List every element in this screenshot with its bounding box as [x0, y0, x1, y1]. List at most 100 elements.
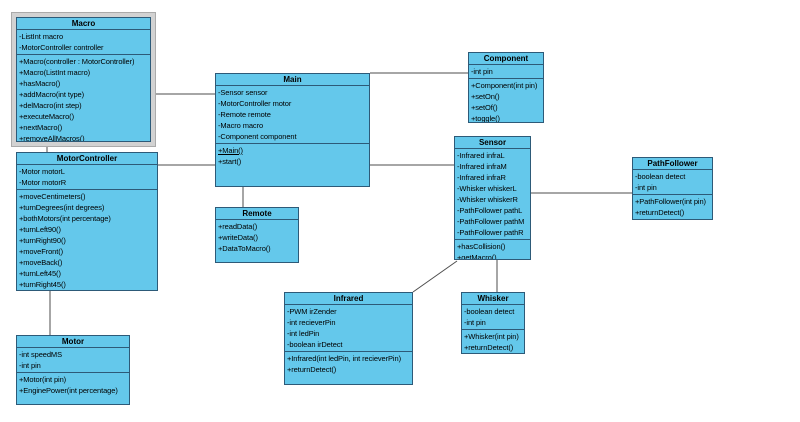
attributes-compartment: -PWM irZender-int recieverPin-int ledPin…: [285, 305, 412, 351]
class-name-main: Main: [216, 74, 369, 86]
method: +turnRight45(): [19, 280, 66, 289]
class-motor[interactable]: Motor -int speedMS -int pin +Motor(int pin)…: [16, 335, 130, 405]
class-sensor[interactable]: Sensor -Infrared infraL -Infrared infraM -I…: [454, 136, 531, 260]
attribute: -Motor motorR: [19, 178, 67, 187]
method: +returnDetect(): [287, 365, 337, 374]
class-main[interactable]: Main-Sensor sensor-MotorController motor…: [215, 73, 370, 187]
method: +Whisker(int pin): [464, 332, 519, 341]
class-name-infrared: Infrared: [285, 293, 412, 305]
attribute: -Whisker whiskerL: [457, 184, 517, 193]
class-name-remote: Remote: [216, 208, 298, 220]
method: +bothMotors(int percentage): [19, 214, 111, 223]
method: +hasCollision(): [457, 242, 506, 251]
method: +returnDetect(): [635, 208, 685, 217]
methods-compartment: +hasCollision() +getMacro(): [455, 239, 530, 259]
method: +turnDegrees(int degrees): [19, 203, 105, 212]
attribute: -Infrared infraL: [457, 151, 505, 160]
class-name-motor: Motor: [17, 336, 129, 348]
attribute: -Macro macro: [218, 121, 264, 130]
method: +getMacro(): [457, 253, 497, 259]
method: +toggle(): [471, 114, 500, 122]
method: +Component(int pin): [471, 81, 538, 90]
method: +Macro(controller : MotorController): [19, 57, 135, 66]
attribute: -boolean detect: [464, 307, 515, 316]
attribute: -Whisker whiskerR: [457, 195, 518, 204]
attributes-compartment: -ListInt macro-MotorController controlle…: [17, 30, 150, 54]
attribute: -MotorController motor: [218, 99, 292, 108]
class-pathfollower[interactable]: PathFollower -boolean detect -int pin +Path…: [632, 157, 713, 220]
method: +turnLeft45(): [19, 269, 61, 278]
class-infrared[interactable]: Infrared-PWM irZender-int recieverPin-in…: [284, 292, 413, 385]
method: +delMacro(int step): [19, 101, 82, 110]
connector-sensor-infrared[interactable]: [412, 260, 458, 293]
method: +moveFront(): [19, 247, 64, 256]
methods-compartment: +Motor(int pin) +EnginePower(int percenta…: [17, 372, 129, 404]
attribute: -boolean irDetect: [287, 340, 343, 349]
attribute: -int pin: [19, 361, 41, 370]
methods-compartment: +readData() +writeData() +DataToMacro(): [216, 220, 298, 262]
methods-compartment: +PathFollower(int pin) +returnDetect(): [633, 194, 712, 219]
attributes-compartment: -int speedMS -int pin: [17, 348, 129, 372]
class-motorcontroller[interactable]: MotorController-Motor motorL-Motor motor…: [16, 152, 158, 291]
attributes-compartment: -Motor motorL -Motor motorR: [17, 165, 157, 189]
methods-compartment: +Main() +start(): [216, 143, 369, 186]
method: +Main(): [218, 146, 243, 155]
class-name-whisker: Whisker: [462, 293, 524, 305]
attribute: -Motor motorL: [19, 167, 65, 176]
method: +writeData(): [218, 233, 258, 242]
method: +readData(): [218, 222, 258, 231]
class-name-sensor: Sensor: [455, 137, 530, 149]
method: +EnginePower(int percentage): [19, 386, 118, 395]
attribute: -PWM irZender: [287, 307, 337, 316]
attribute: -int speedMS: [19, 350, 62, 359]
class-name-motorcontroller: MotorController: [17, 153, 157, 165]
class-component[interactable]: Component -int pin +Component(int pin) +set…: [468, 52, 544, 123]
attribute: -PathFollower pathL: [457, 206, 523, 215]
attribute: -boolean detect: [635, 172, 686, 181]
method: +DataToMacro(): [218, 244, 271, 253]
method: +turnRight90(): [19, 236, 66, 245]
method: +start(): [218, 157, 242, 166]
class-name-macro: Macro: [17, 18, 150, 30]
attribute: -int pin: [635, 183, 657, 192]
attribute: -Infrared infraR: [457, 173, 506, 182]
class-name-component: Component: [469, 53, 543, 65]
methods-compartment: +Component(int pin) +setOn() +setOf() +togg…: [469, 78, 543, 122]
methods-compartment: +Whisker(int pin) +returnDetect(): [462, 329, 524, 353]
class-remote[interactable]: Remote +readData() +writeData() +DataToMacr…: [215, 207, 299, 263]
method: +removeAllMacros(): [19, 134, 85, 141]
method: +Motor(int pin): [19, 375, 67, 384]
attribute: -Infrared infraM: [457, 162, 507, 171]
class-macro[interactable]: Macro-ListInt macro-MotorController cont…: [16, 17, 151, 142]
methods-compartment: +Macro(controller : MotorController) +Mac…: [17, 54, 150, 141]
method: +addMacro(int type): [19, 90, 85, 99]
attribute: -Remote remote: [218, 110, 271, 119]
attribute: -PathFollower pathR: [457, 228, 524, 237]
method: +turnLeft90(): [19, 225, 61, 234]
methods-compartment: +Infrared(int ledPin, int recieverPin) +r…: [285, 351, 412, 384]
method: +setOf(): [471, 103, 498, 112]
method: +returnDetect(): [464, 343, 514, 352]
method: +executeMacro(): [19, 112, 74, 121]
attribute: -ListInt macro: [19, 32, 64, 41]
attribute: -PathFollower pathM: [457, 217, 525, 226]
attributes-compartment: -int pin: [469, 65, 543, 78]
class-name-pathfollower: PathFollower: [633, 158, 712, 170]
method: +hasMacro(): [19, 79, 61, 88]
method: +moveBack(): [19, 258, 63, 267]
method: +moveCentimeters(): [19, 192, 86, 201]
attributes-compartment: -boolean detect -int pin: [633, 170, 712, 194]
attributes-compartment: -Sensor sensor-MotorController motor-Rem…: [216, 86, 369, 143]
method: +setOn(): [471, 92, 500, 101]
method: +Macro(ListInt macro): [19, 68, 91, 77]
method: +nextMacro(): [19, 123, 63, 132]
attribute: -Component component: [218, 132, 297, 141]
attribute: -int pin: [471, 67, 493, 76]
attribute: -int recieverPin: [287, 318, 336, 327]
class-whisker[interactable]: Whisker-boolean detect-int pin+Whisker(i…: [461, 292, 525, 354]
method: +Infrared(int ledPin, int recieverPin): [287, 354, 401, 363]
attributes-compartment: -boolean detect-int pin: [462, 305, 524, 329]
method: +PathFollower(int pin): [635, 197, 706, 206]
